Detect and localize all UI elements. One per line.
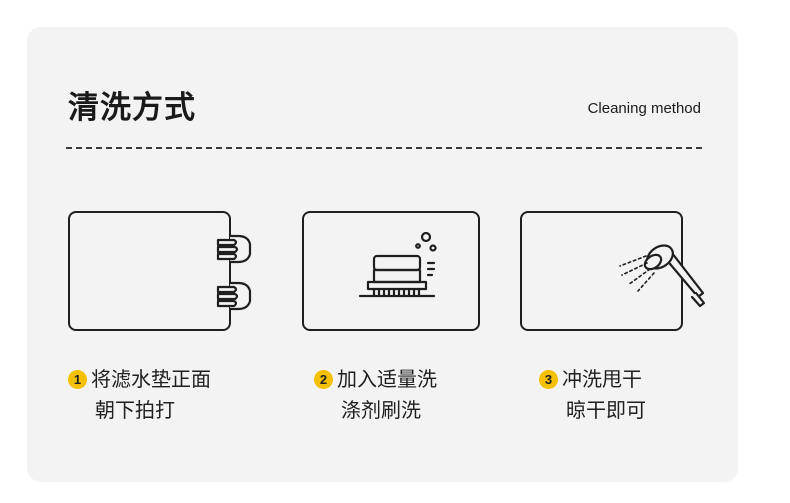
shower-head-icon (619, 244, 706, 308)
step-2-line-2: 涤剂刷洗 (341, 398, 421, 422)
step-1-line-2: 朝下拍打 (95, 398, 175, 422)
page-title: 清洗方式 (68, 90, 196, 126)
dashed-divider (66, 147, 702, 149)
step-3-line-1: 冲洗甩干 (562, 367, 642, 391)
step-number-badge: 1 (68, 370, 87, 389)
step-3-line-2: 晾干即可 (566, 398, 646, 422)
page-subtitle: Cleaning method (587, 100, 701, 117)
step-2-line-1: 加入适量洗 (337, 367, 437, 391)
step-1-line-1: 将滤水垫正面 (91, 367, 211, 391)
hands-patting-icon (216, 234, 252, 311)
step-3-illustration (520, 211, 706, 331)
step-1-illustration (68, 211, 252, 331)
scrub-brush-icon (358, 231, 437, 298)
step-2-illustration (302, 211, 480, 331)
step-number-badge: 3 (539, 370, 558, 389)
step-number-badge: 2 (314, 370, 333, 389)
